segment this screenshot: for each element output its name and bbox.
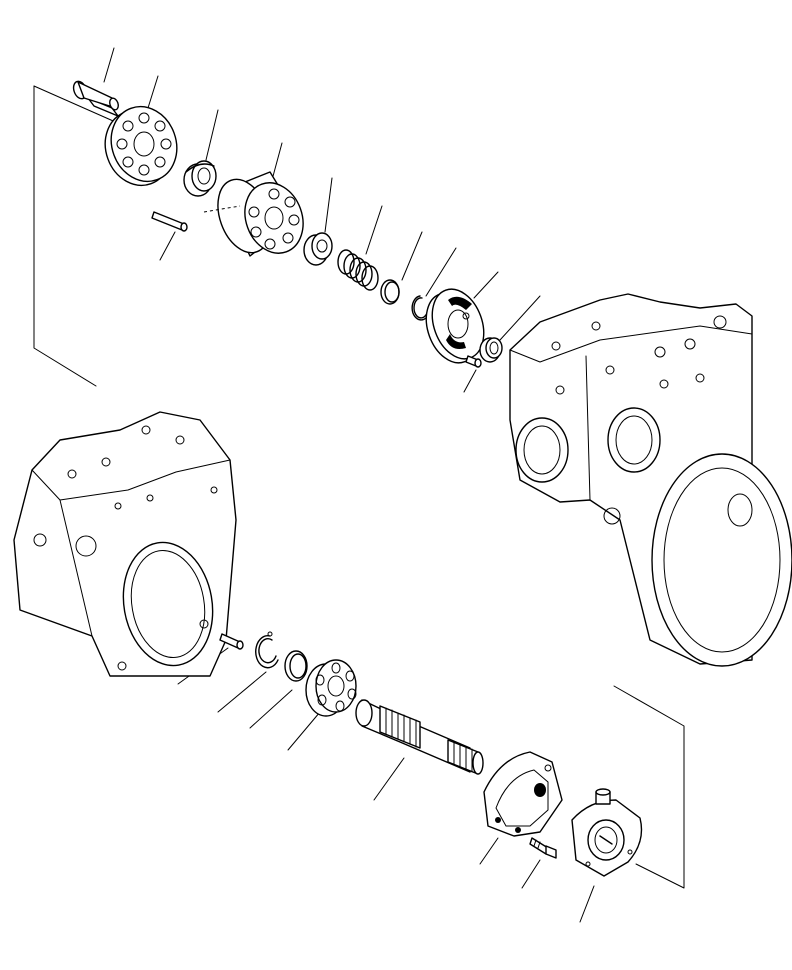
spring-icon bbox=[337, 249, 379, 291]
assembly-bracket-upper bbox=[33, 85, 121, 387]
bearing-icon bbox=[305, 659, 357, 717]
dowel-pin bbox=[465, 355, 482, 368]
spring-seat-icon bbox=[303, 232, 333, 266]
spherical-bushing bbox=[183, 160, 217, 197]
spring bbox=[337, 249, 379, 291]
assembly-bracket-lower bbox=[613, 685, 685, 889]
spring-seat bbox=[303, 232, 333, 266]
spacer-ring bbox=[284, 650, 308, 682]
bearing-race-icon bbox=[479, 337, 503, 363]
screw-icon bbox=[529, 837, 557, 859]
washer-icon bbox=[380, 279, 400, 305]
screw bbox=[529, 837, 557, 859]
cylinder-block-icon bbox=[203, 171, 304, 257]
cover-icon bbox=[571, 788, 643, 877]
cylinder-block bbox=[203, 171, 304, 257]
swash-plate-icon bbox=[483, 751, 563, 837]
cover bbox=[571, 788, 643, 877]
retainer-plate-icon bbox=[104, 105, 178, 187]
pin-upper bbox=[151, 211, 188, 232]
spherical-bushing-icon bbox=[183, 160, 217, 197]
bolt-icon bbox=[72, 80, 119, 117]
pin-icon bbox=[219, 633, 244, 650]
leader-lines bbox=[103, 47, 595, 923]
spacer-ring-icon bbox=[284, 650, 308, 682]
drive-shaft bbox=[355, 699, 484, 775]
pump-housing-right bbox=[509, 293, 792, 667]
pump-housing-icon bbox=[509, 293, 792, 667]
bearing-race bbox=[479, 337, 503, 363]
snap-ring-lower bbox=[255, 631, 279, 669]
bearing bbox=[305, 659, 357, 717]
pump-housing-left bbox=[13, 411, 237, 677]
dowel-pin-icon bbox=[465, 355, 482, 368]
snap-ring-icon bbox=[255, 631, 279, 669]
bolt bbox=[72, 80, 119, 117]
retainer-plate bbox=[104, 105, 178, 187]
pin-lower bbox=[219, 633, 244, 650]
washer bbox=[380, 279, 400, 305]
swash-plate bbox=[483, 751, 563, 837]
drive-shaft-icon bbox=[355, 699, 484, 775]
pump-housing-icon bbox=[13, 411, 237, 677]
pin-icon bbox=[151, 211, 188, 232]
valve-plate-icon bbox=[425, 288, 485, 364]
valve-plate bbox=[425, 288, 485, 364]
